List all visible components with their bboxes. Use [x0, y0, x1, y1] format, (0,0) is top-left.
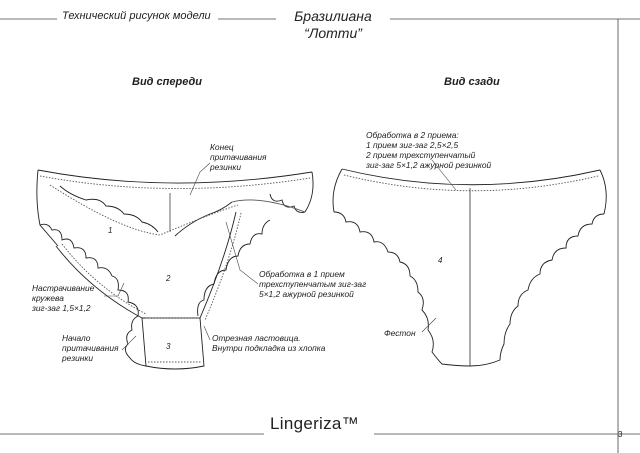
part-number-2: 2	[166, 274, 171, 283]
model-name: “Лотти”	[304, 25, 362, 41]
frame	[0, 18, 640, 453]
callout-processing-front: Обработка в 1 прием трехступенчатым зиг-…	[259, 269, 367, 299]
front-view-title: Вид спереди	[132, 76, 202, 88]
back-view-garment	[332, 168, 607, 367]
page-number: 3	[618, 430, 623, 439]
model-type: Бразилиана	[294, 8, 372, 24]
part-number-4: 4	[438, 256, 443, 265]
header-model: Бразилиана “Лотти”	[278, 8, 388, 42]
back-view-title: Вид сзади	[444, 76, 500, 88]
part-number-3: 3	[166, 342, 171, 351]
callout-lace: Настрачивание кружева зиг-заг 1,5×1,2	[32, 283, 95, 313]
front-callout-leaders	[104, 162, 259, 351]
callout-processing-back: Обработка в 2 приема: 1 прием зиг-заг 2,…	[366, 130, 492, 170]
callout-scallop: Фестон	[384, 328, 416, 338]
back-callout-leaders	[421, 159, 457, 333]
brand-logo-text: Lingeriza™	[270, 414, 359, 433]
header-left-title: Технический рисунок модели	[62, 10, 211, 22]
callout-stitch-start: Начало притачивания резинки	[62, 333, 119, 363]
part-number-1: 1	[108, 226, 113, 235]
callout-stitch-end: Конец притачивания резинки	[210, 142, 267, 172]
callout-gusset: Отрезная ластовица. Внутри подкладка из …	[212, 333, 326, 353]
